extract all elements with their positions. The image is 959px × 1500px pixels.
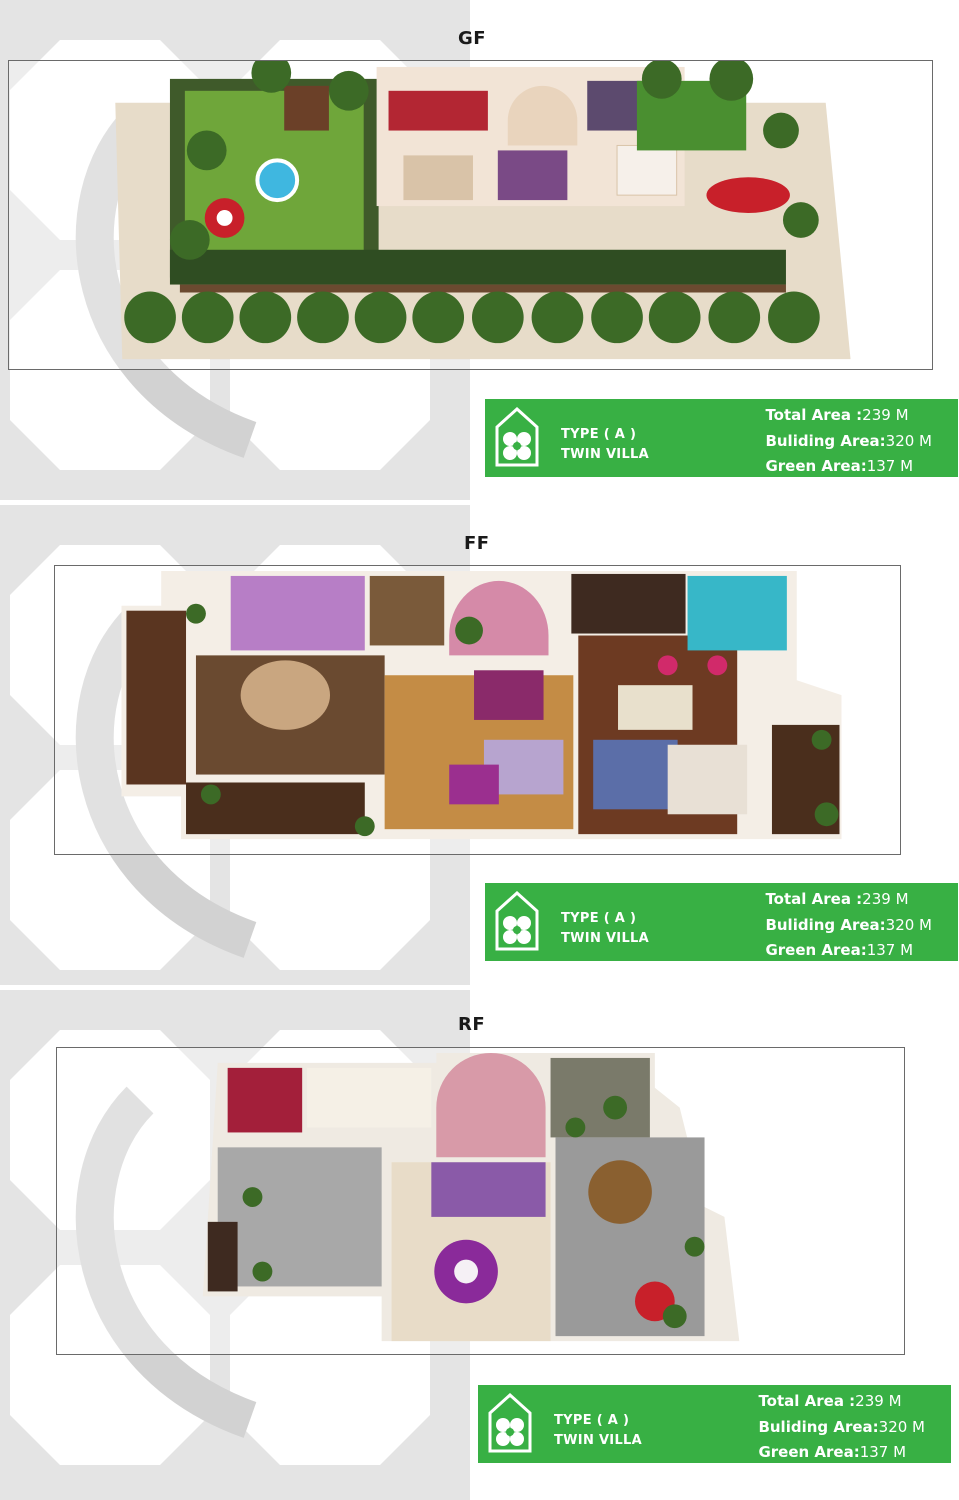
area-list: Total Area :239 M Buliding Area:320 M Gr… [765, 887, 932, 964]
building-area-row: Buliding Area:320 M [765, 915, 932, 934]
ground-floor-plan [8, 60, 933, 370]
house-leaf-icon [495, 891, 539, 951]
green-area-row: Green Area:137 M [765, 941, 914, 959]
info-box-ff: TYPE ( A ) TWIN VILLA Total Area :239 M … [485, 883, 958, 961]
info-box-rf: TYPE ( A ) TWIN VILLA Total Area :239 M … [478, 1385, 951, 1463]
roof-floor-rendering [202, 1052, 740, 1342]
type-line: TYPE ( A ) [561, 427, 637, 442]
first-floor-rendering [121, 570, 842, 840]
house-leaf-icon [495, 407, 539, 467]
villa-type: TYPE ( A ) TWIN VILLA [561, 425, 649, 465]
area-list: Total Area :239 M Buliding Area:320 M Gr… [758, 1389, 925, 1466]
first-floor-plan [54, 565, 901, 855]
villa-type: TYPE ( A ) TWIN VILLA [554, 1411, 642, 1451]
total-area-row: Total Area :239 M [758, 1392, 902, 1410]
villa-line: TWIN VILLA [554, 1433, 642, 1448]
green-area-row: Green Area:137 M [765, 457, 914, 475]
villa-type: TYPE ( A ) TWIN VILLA [561, 909, 649, 949]
total-area-row: Total Area :239 M [765, 406, 909, 424]
villa-line: TWIN VILLA [561, 931, 649, 946]
type-line: TYPE ( A ) [554, 1413, 630, 1428]
info-box-gf: TYPE ( A ) TWIN VILLA Total Area :239 M … [485, 399, 958, 477]
house-leaf-icon [488, 1393, 532, 1453]
floor-label-rf: RF [458, 1014, 486, 1035]
building-area-row: Buliding Area:320 M [758, 1417, 925, 1436]
green-area-row: Green Area:137 M [758, 1443, 907, 1461]
building-area-row: Buliding Area:320 M [765, 431, 932, 450]
roof-floor-plan [56, 1047, 905, 1355]
total-area-row: Total Area :239 M [765, 890, 909, 908]
type-line: TYPE ( A ) [561, 911, 637, 926]
ground-floor-rendering [115, 61, 851, 360]
area-list: Total Area :239 M Buliding Area:320 M Gr… [765, 403, 932, 480]
villa-line: TWIN VILLA [561, 447, 649, 462]
floor-label-gf: GF [458, 28, 487, 49]
floor-label-ff: FF [464, 533, 490, 554]
